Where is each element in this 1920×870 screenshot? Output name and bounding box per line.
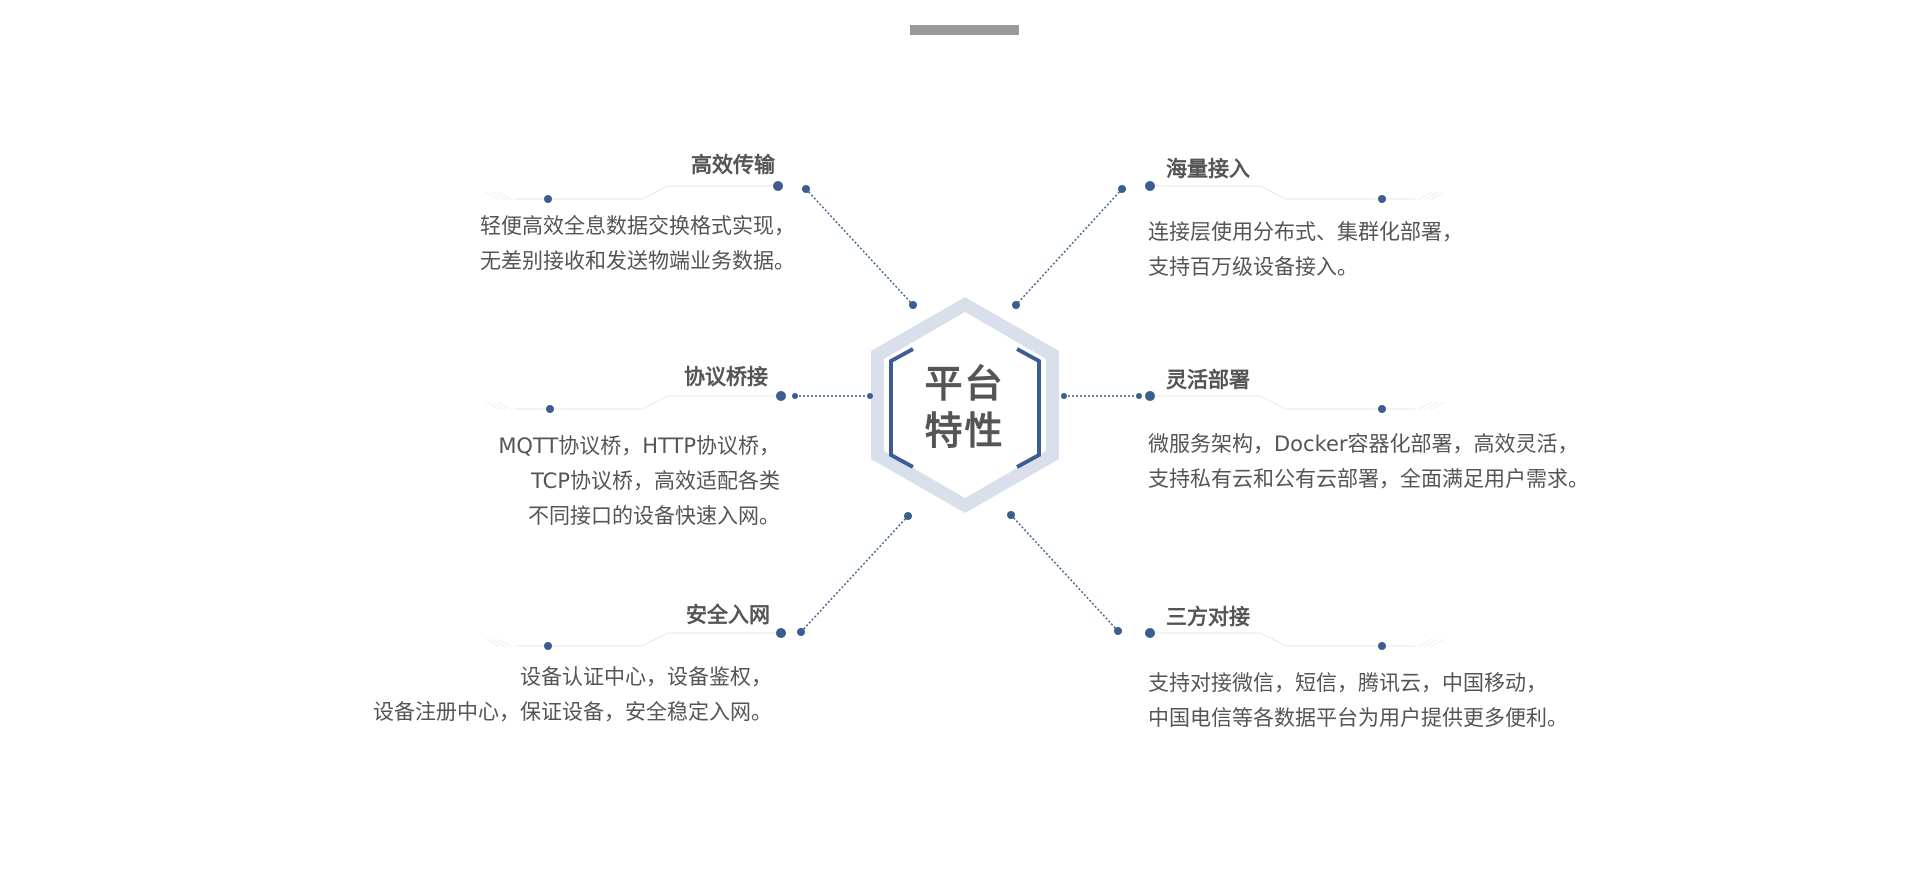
dot bbox=[546, 405, 554, 413]
feature-desc-line: 支持对接微信，短信，腾讯云，中国移动， bbox=[1148, 671, 1547, 695]
dot bbox=[1378, 642, 1386, 650]
dot bbox=[909, 301, 917, 309]
feature-title-secure-access: 安全入网 bbox=[686, 603, 770, 627]
dot bbox=[1012, 301, 1020, 309]
dot bbox=[802, 185, 810, 193]
feature-desc-line: 微服务架构，Docker容器化部署，高效灵活， bbox=[1148, 432, 1579, 456]
right-title-rails bbox=[1150, 185, 1415, 647]
dot bbox=[1145, 181, 1155, 191]
feature-desc-line: 设备注册中心，保证设备，安全稳定入网。 bbox=[373, 700, 772, 724]
feature-title-flexible-deploy: 灵活部署 bbox=[1166, 368, 1250, 392]
dot bbox=[776, 391, 786, 401]
connector-efficient-transfer bbox=[805, 188, 914, 306]
feature-desc-line: 设备认证中心，设备鉴权， bbox=[520, 665, 772, 689]
dot bbox=[1007, 511, 1015, 519]
dot bbox=[544, 195, 552, 203]
connector-massive-access bbox=[1015, 188, 1123, 306]
dot bbox=[792, 393, 798, 399]
feature-title-efficient-transfer: 高效传输 bbox=[691, 153, 775, 177]
left-bracket-icon bbox=[889, 347, 914, 469]
dot bbox=[797, 628, 805, 636]
dot bbox=[773, 181, 783, 191]
dot bbox=[1114, 627, 1122, 635]
dot bbox=[867, 393, 873, 399]
feature-desc-line: 支持私有云和公有云部署，全面满足用户需求。 bbox=[1148, 467, 1589, 491]
connector-secure-access bbox=[800, 515, 909, 633]
center-title-line1: 平台 bbox=[924, 362, 1005, 406]
feature-desc-line: 中国电信等各数据平台为用户提供更多便利。 bbox=[1148, 706, 1568, 730]
right-rail-hatches bbox=[1417, 191, 1445, 648]
feature-desc-line: 连接层使用分布式、集群化部署， bbox=[1148, 220, 1463, 244]
dot bbox=[1136, 393, 1142, 399]
feature-title-massive-access: 海量接入 bbox=[1166, 157, 1250, 181]
dot bbox=[1145, 391, 1155, 401]
center-hexagon-inner bbox=[884, 312, 1046, 498]
dot bbox=[1145, 628, 1155, 638]
right-bracket-icon bbox=[1016, 347, 1041, 469]
feature-desc-line: 不同接口的设备快速入网。 bbox=[528, 504, 780, 528]
center-title-line2: 特性 bbox=[924, 409, 1005, 453]
feature-desc-line: 轻便高效全息数据交换格式实现， bbox=[480, 214, 795, 238]
dot bbox=[904, 512, 912, 520]
feature-desc-line: 支持百万级设备接入。 bbox=[1148, 255, 1358, 279]
dot bbox=[1061, 393, 1067, 399]
left-title-rails bbox=[515, 185, 783, 647]
feature-desc-line: 无差别接收和发送物端业务数据。 bbox=[480, 249, 795, 273]
feature-title-protocol-bridge: 协议桥接 bbox=[684, 365, 768, 389]
dot bbox=[544, 642, 552, 650]
feature-desc-line: TCP协议桥，高效适配各类 bbox=[531, 469, 780, 493]
dot bbox=[1378, 195, 1386, 203]
dot bbox=[1378, 405, 1386, 413]
feature-desc-line: MQTT协议桥，HTTP协议桥， bbox=[498, 434, 780, 458]
dot bbox=[1118, 185, 1126, 193]
left-rail-hatches bbox=[485, 191, 513, 648]
dot bbox=[776, 628, 786, 638]
feature-title-third-party: 三方对接 bbox=[1166, 605, 1250, 629]
top-decoration-bar bbox=[910, 25, 1019, 35]
connector-third-party bbox=[1010, 514, 1119, 632]
